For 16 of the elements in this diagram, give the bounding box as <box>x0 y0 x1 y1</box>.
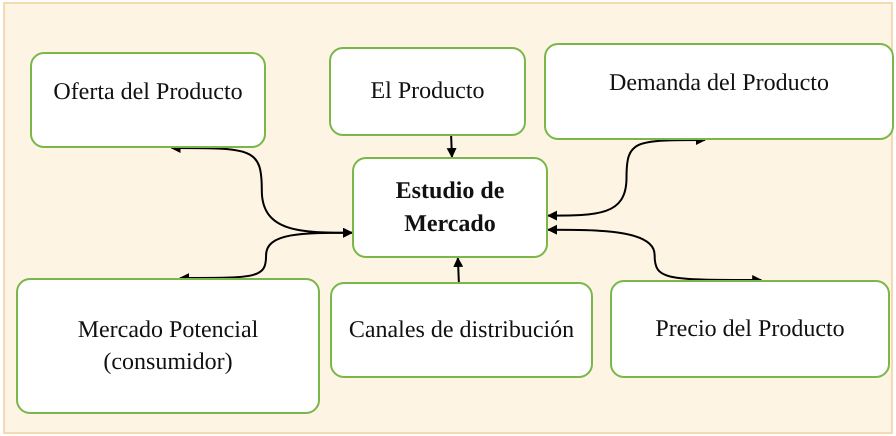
arrow <box>446 136 457 158</box>
box-label: Oferta del Producto <box>53 78 243 107</box>
text-box <box>352 157 548 258</box>
box-label: Mercado Potencial (consumidor) <box>76 316 260 377</box>
text-box <box>544 43 894 140</box>
box-label: El Producto <box>370 77 484 106</box>
text-box <box>610 280 890 378</box>
text-box <box>329 47 526 136</box>
text-box <box>16 278 320 414</box>
box-label: Estudio de Mercado <box>394 177 506 238</box>
arrow <box>453 257 464 282</box>
text-box <box>30 52 266 148</box>
box-label: Canales de distribución <box>348 316 574 345</box>
box-label: Demanda del Producto <box>609 69 829 98</box>
text-box <box>330 282 593 378</box>
box-label: Precio del Producto <box>655 314 845 344</box>
